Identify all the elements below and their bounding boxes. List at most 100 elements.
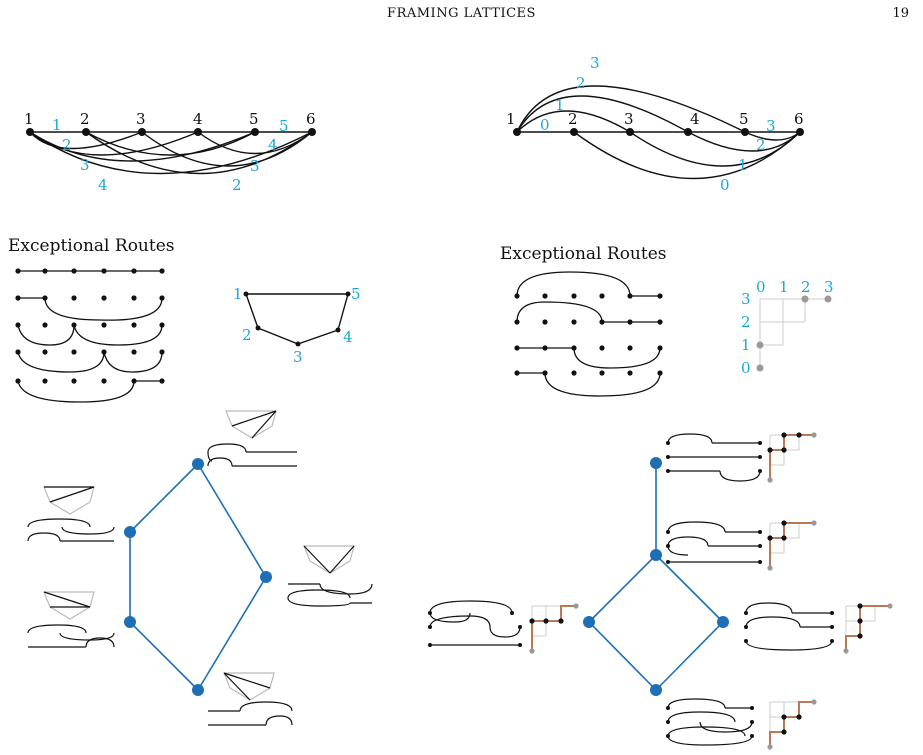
left-graph-arc — [85, 131, 313, 175]
left-graph-arc — [29, 131, 313, 175]
route-arc — [73, 324, 163, 346]
staircase-label: 3 — [741, 290, 751, 308]
pentagon-label: 2 — [242, 326, 252, 344]
right-graph-arc — [744, 131, 801, 141]
vertex-label: 6 — [306, 110, 316, 128]
lattice-node — [192, 684, 204, 696]
graph-vertex — [308, 128, 316, 136]
lattice-node — [650, 549, 662, 561]
left-graph-vertices — [26, 128, 316, 136]
pentagon-label: 5 — [351, 285, 361, 303]
pentagon-label: 1 — [233, 285, 243, 303]
route-arc — [573, 347, 661, 369]
lattice-node — [717, 616, 729, 628]
left-graph-arc — [29, 131, 199, 156]
right-graph-vertices — [513, 128, 804, 136]
lattice-node — [583, 616, 595, 628]
edge-label: 2 — [576, 74, 586, 92]
left-route-dots — [15, 268, 165, 384]
edge-label: 2 — [62, 136, 72, 154]
graph-vertex — [796, 128, 804, 136]
right-graph-arc — [516, 110, 631, 133]
left-exceptional-routes — [17, 270, 163, 403]
right-lattice-nodes — [583, 457, 729, 696]
graph-vertex — [741, 128, 749, 136]
edge-label: 3 — [590, 54, 600, 72]
pentagon-label: 4 — [343, 328, 353, 346]
lattice-node — [192, 458, 204, 470]
edge-label: 4 — [268, 136, 278, 154]
route-arc — [17, 380, 135, 403]
staircase-label: 2 — [741, 313, 751, 331]
vertex-label: 5 — [249, 110, 259, 128]
edge-label: 3 — [80, 156, 90, 174]
right-framed-graph — [516, 85, 801, 180]
right-exceptional-routes — [516, 271, 661, 397]
staircase-label: 0 — [756, 278, 766, 296]
staircase-label: 2 — [801, 278, 811, 296]
graph-vertex — [194, 128, 202, 136]
right-graph-arc — [629, 131, 801, 167]
left-lattice-route-pairs — [27, 443, 373, 726]
edge-label: 3 — [766, 117, 776, 135]
route-arc — [516, 271, 631, 297]
lattice-node — [260, 571, 272, 583]
vertex-label: 1 — [24, 110, 34, 128]
route-arc — [17, 324, 75, 346]
staircase-label: 1 — [741, 336, 751, 354]
left-lattice-nodes — [124, 458, 272, 696]
right-lattice — [588, 463, 724, 691]
vertex-label: 4 — [690, 110, 700, 128]
edge-label: 1 — [738, 156, 748, 174]
page-header: FRAMING LATTICES 19 — [0, 6, 923, 30]
lattice-node — [124, 616, 136, 628]
right-exceptional-routes-label: Exceptional Routes — [500, 244, 667, 264]
left-graph-arc — [29, 131, 256, 162]
graph-vertex — [684, 128, 692, 136]
graph-vertex — [513, 128, 521, 136]
right-staircase-grid — [759, 298, 828, 368]
right-graph-arc — [516, 95, 689, 133]
lattice-node — [650, 457, 662, 469]
staircase-dots — [756, 295, 832, 372]
edge-label: 1 — [555, 96, 565, 114]
left-framed-graph — [29, 131, 313, 175]
right-lattice-route-triples — [429, 433, 833, 746]
running-title: FRAMING LATTICES — [387, 6, 536, 21]
graph-vertex — [626, 128, 634, 136]
edge-label: 4 — [98, 176, 108, 194]
graph-vertex — [251, 128, 259, 136]
right-graph-arc — [573, 131, 801, 180]
edge-label: 3 — [250, 157, 260, 175]
left-graph-arc — [85, 131, 256, 156]
edge-label: 0 — [720, 176, 730, 194]
vertex-label: 2 — [568, 110, 578, 128]
left-graph-arc — [141, 131, 313, 167]
vertex-label: 1 — [506, 110, 516, 128]
lattice-node — [124, 526, 136, 538]
vertex-label: 6 — [794, 110, 804, 128]
right-graph-arc — [516, 85, 746, 133]
left-pentagon — [243, 291, 351, 347]
vertex-label: 5 — [739, 110, 749, 128]
pentagon-label: 3 — [293, 348, 303, 366]
left-graph-arc — [197, 131, 313, 155]
graph-vertex — [26, 128, 34, 136]
staircase-label: 1 — [779, 278, 789, 296]
vertex-label: 4 — [193, 110, 203, 128]
graph-vertex — [82, 128, 90, 136]
page-number: 19 — [892, 6, 909, 21]
vertex-label: 3 — [136, 110, 146, 128]
left-lattice-glyphs — [43, 410, 355, 701]
route-arc — [44, 297, 163, 321]
staircase-label: 3 — [824, 278, 834, 296]
right-lattice-route-dots — [428, 441, 834, 738]
edge-label: 5 — [279, 117, 289, 135]
edge-label: 2 — [756, 136, 766, 154]
edge-label: 0 — [540, 116, 550, 134]
left-graph-arc — [29, 131, 143, 150]
left-exceptional-routes-label: Exceptional Routes — [8, 236, 175, 256]
right-lattice-staircase-dots — [529, 432, 893, 750]
graph-vertex — [138, 128, 146, 136]
